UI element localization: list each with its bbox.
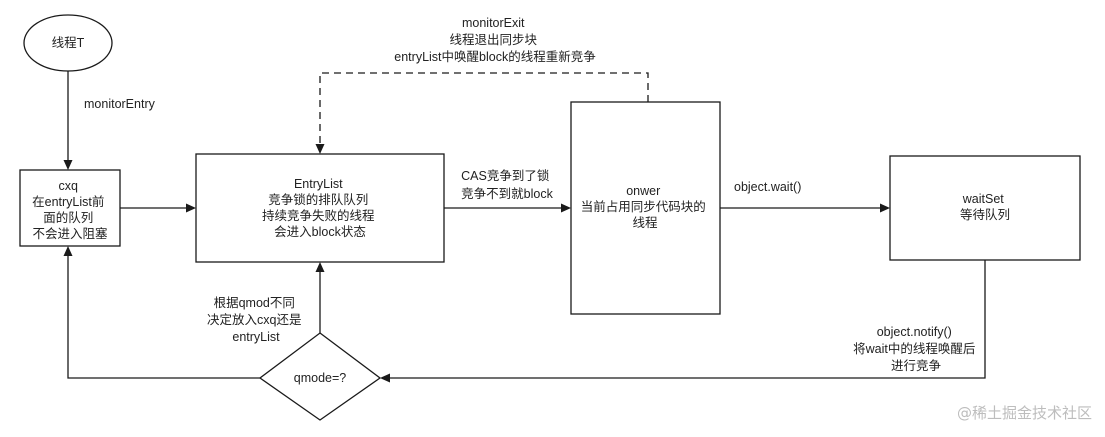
arrowhead [561,203,571,213]
arrowhead [63,246,73,256]
qmod-decide-line-1: 根据qmod不同 [214,296,295,310]
arrowhead [63,160,73,170]
owner-line-2: 当前占用同步代码块的 [581,199,706,214]
cas-label: CAS竞争到了锁 竞争不到就block [461,168,553,201]
wait-set-node: waitSet 等待队列 [889,155,1081,261]
monitor-exit-line-3: entryList中唤醒block的线程重新竞争 [394,49,595,64]
cxq-node: cxq 在entryList前 面的队列 不会进入阻塞 [19,169,121,247]
cxq-label: cxq 在entryList前 面的队列 不会进入阻塞 [32,179,108,241]
wait-set-label: waitSet 等待队列 [960,192,1010,222]
qmod-decide-line-3: entryList [232,330,280,344]
owner-line-1: onwer [626,184,660,198]
edge-object-wait [720,203,890,213]
edge-monitor-entry [63,71,73,170]
cxq-line-2: 在entryList前 [32,194,104,209]
edge-cxq-to-entry-list [120,203,196,213]
arrowhead [315,144,325,154]
owner-node: onwer 当前占用同步代码块的 线程 [570,101,721,315]
monitor-exit-label: monitorExit 线程退出同步块 entryList中唤醒block的线程… [394,16,595,64]
monitor-entry-label: monitorEntry [84,97,156,111]
entry-list-line-4: 会进入block状态 [274,225,366,239]
edge-cas-to-owner [444,203,571,213]
qmod-decide-line-2: 决定放入cxq还是 [207,312,302,327]
edge-monitor-exit [315,72,649,154]
entry-list-node: EntryList 竞争锁的排队队列 持续竞争失败的线程 会进入block状态 [195,153,445,263]
cxq-line-3: 面的队列 [43,210,93,225]
cas-line-1: CAS竞争到了锁 [461,168,550,183]
entry-list-label: EntryList 竞争锁的排队队列 持续竞争失败的线程 会进入block状态 [262,177,378,239]
object-notify-label: object.notify() 将wait中的线程唤醒后 进行竞争 [853,325,979,373]
entry-list-line-2: 竞争锁的排队队列 [268,192,368,207]
owner-label: onwer 当前占用同步代码块的 线程 [581,184,710,230]
entry-list-line-1: EntryList [294,177,343,191]
watermark-text: @稀土掘金技术社区 [957,404,1092,422]
entry-list-line-3: 持续竞争失败的线程 [262,208,375,223]
thread-t-label: 线程T [52,35,85,50]
cxq-line-1: cxq [59,179,79,193]
object-notify-line-1: object.notify() [877,325,952,339]
wait-set-line-2: 等待队列 [960,207,1010,222]
edge-object-notify [380,260,986,383]
monitor-exit-line-1: monitorExit [462,16,525,30]
monitor-exit-line-2: 线程退出同步块 [450,32,538,47]
wait-set-line-1: waitSet [962,192,1005,206]
cxq-line-4: 不会进入阻塞 [32,226,108,241]
qmode-label: qmode=? [294,371,347,385]
thread-t-node: 线程T [23,14,113,72]
arrowhead [380,373,390,383]
object-wait-label: object.wait() [734,180,801,194]
qmode-decision-node: qmode=? [258,332,382,421]
object-notify-line-3: 进行竞争 [891,359,941,373]
owner-line-3: 线程 [632,215,658,230]
object-notify-line-2: 将wait中的线程唤醒后 [853,341,975,356]
cas-line-2: 竞争不到就block [461,186,553,201]
arrowhead [315,262,325,272]
arrowhead [186,203,196,213]
arrowhead [880,203,890,213]
qmod-decide-label: 根据qmod不同 决定放入cxq还是 entryList [207,296,305,344]
edge-qmode-to-entry-list [315,262,325,333]
edge-qmode-to-cxq [63,246,260,379]
